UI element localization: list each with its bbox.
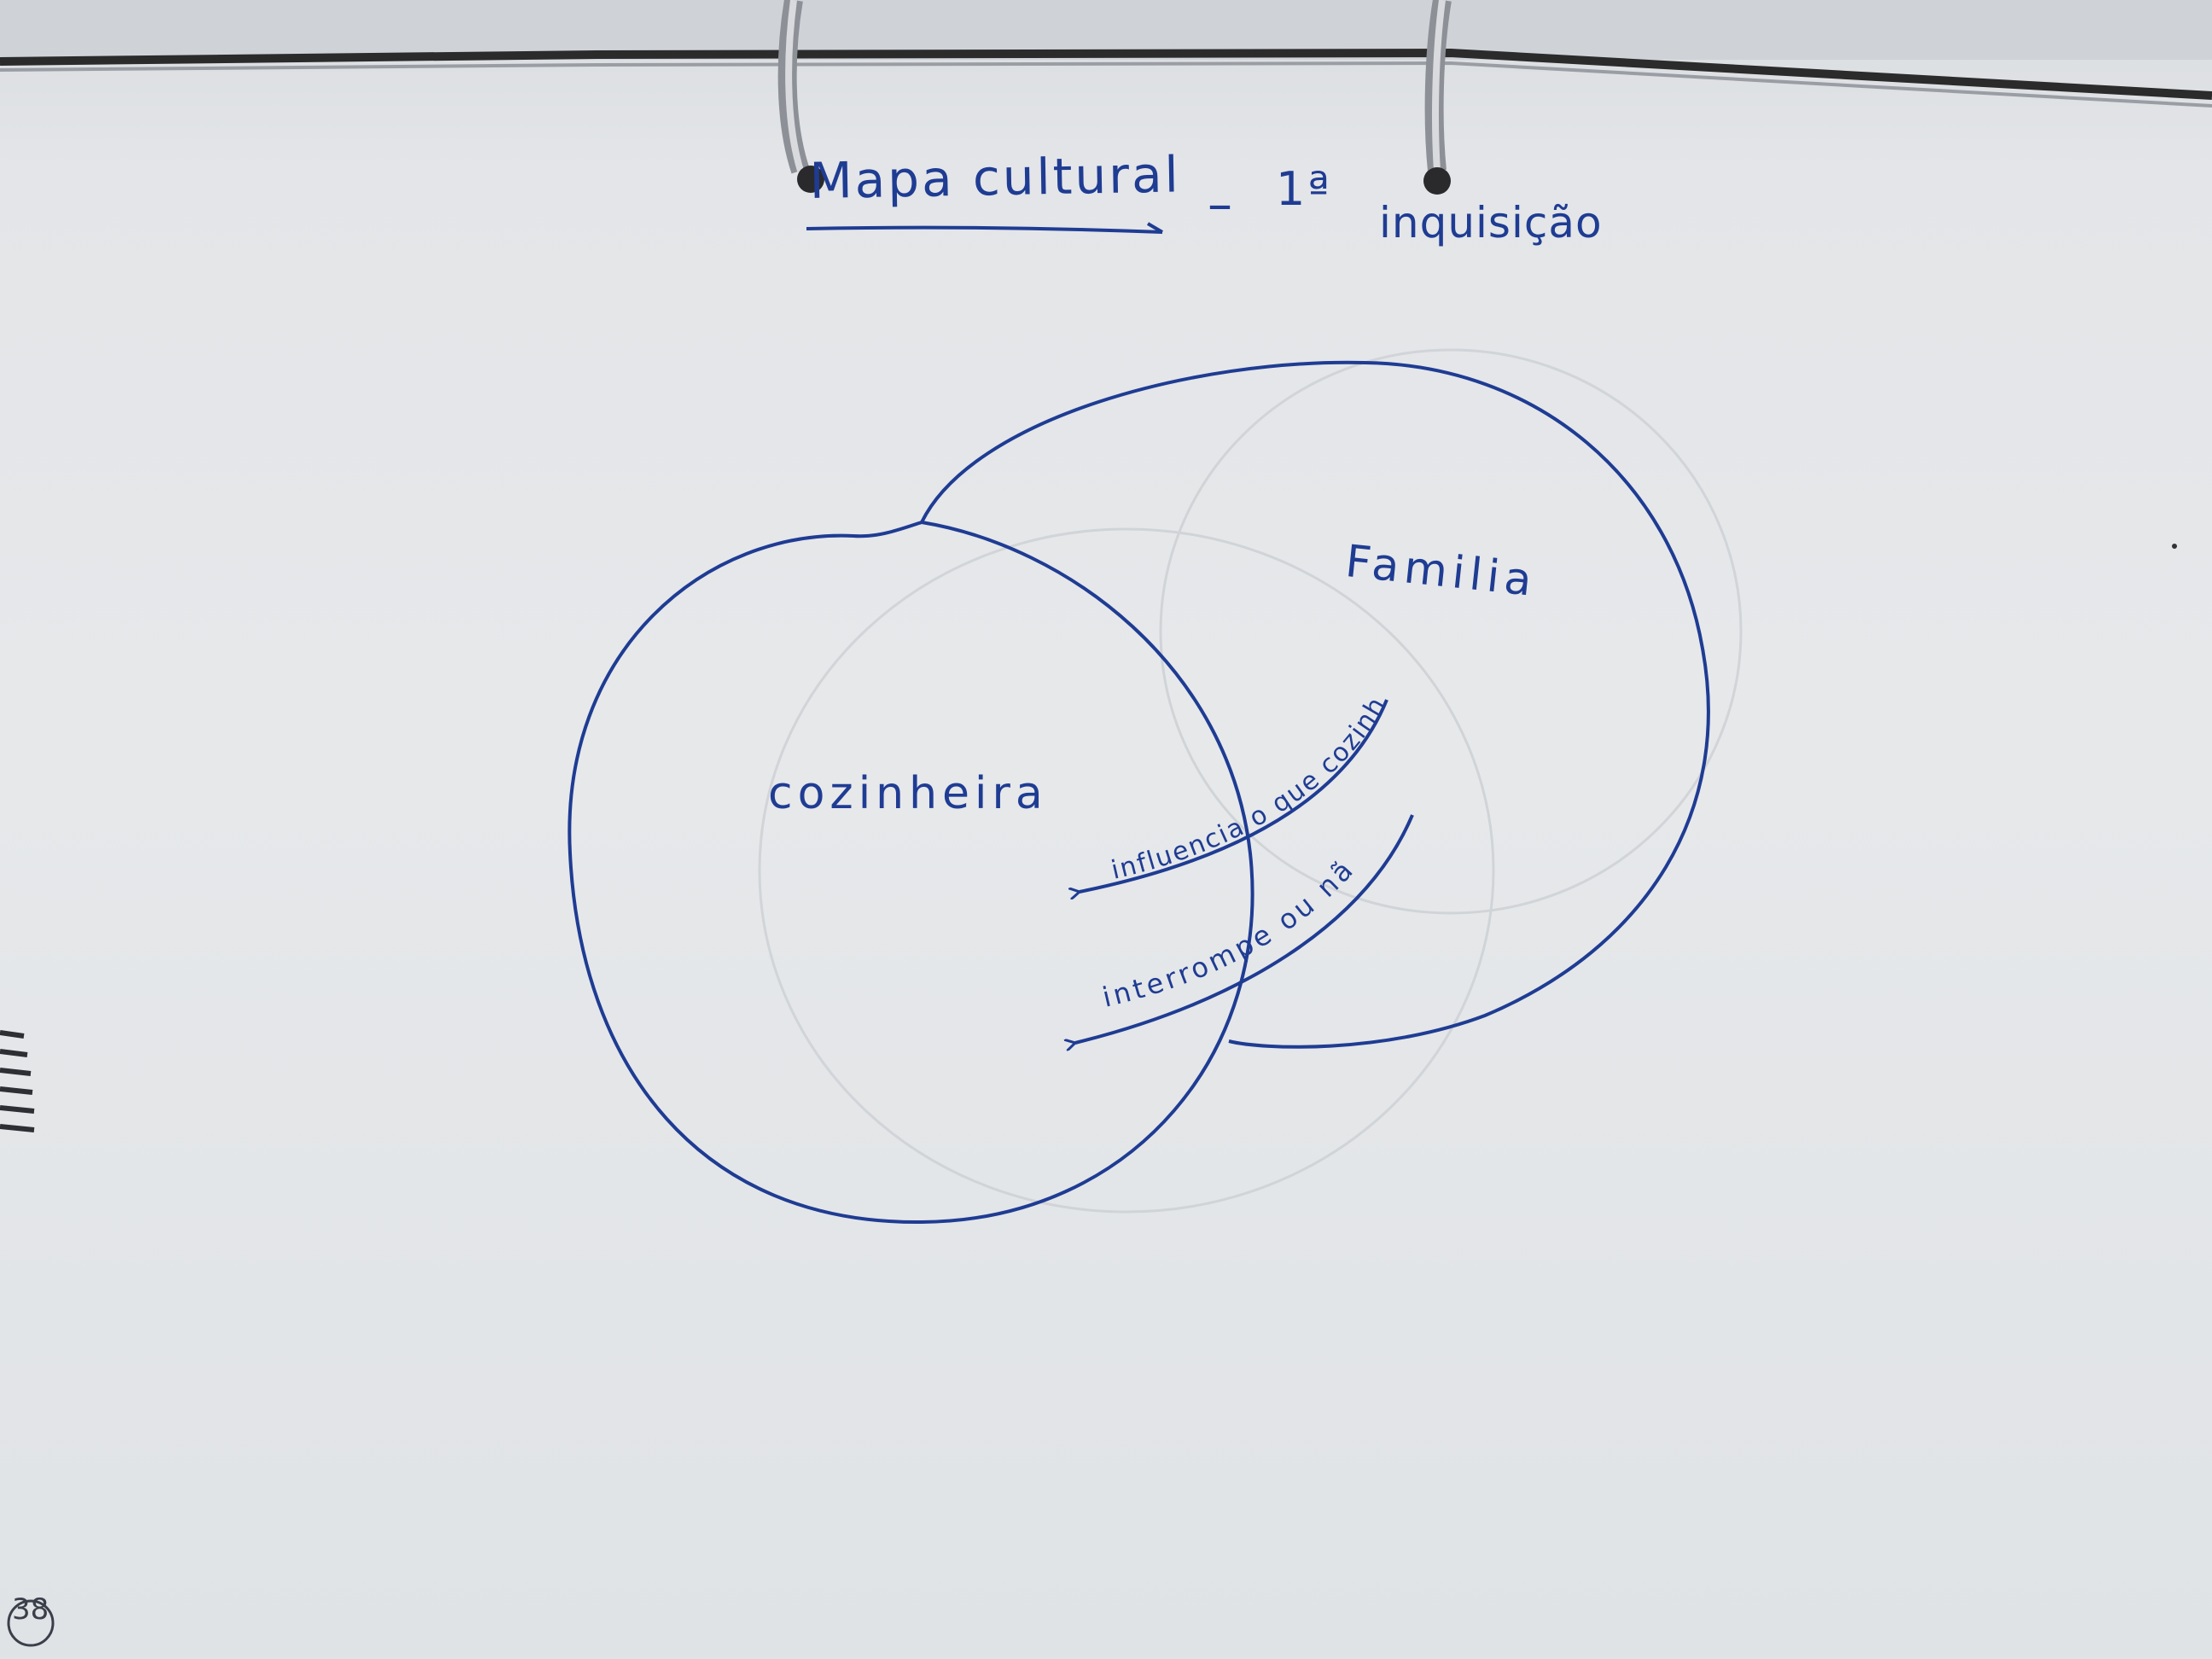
page-title: Mapa cultural xyxy=(809,145,1182,210)
title-dash: – xyxy=(1208,175,1235,233)
binder-ring-left xyxy=(777,0,824,193)
edge-label-influencia: influencia o que cozinha xyxy=(0,0,1393,886)
title-ordinal: 1ª xyxy=(1276,162,1332,216)
page-top-edge-shadow xyxy=(0,61,2212,108)
edge-influencia-arrow xyxy=(1080,699,1388,892)
node-label-cozinheira: cozinheira xyxy=(768,768,1048,819)
familia-circle xyxy=(920,360,1710,1049)
ink-dot xyxy=(2172,544,2177,549)
cozinheira-circle xyxy=(568,521,1254,1225)
show-through-marks xyxy=(758,348,1743,1214)
title-underline xyxy=(806,225,1163,234)
edge-interrompe-arrow xyxy=(1075,814,1414,1043)
page-top-edge xyxy=(0,48,2212,100)
binder-ring-right xyxy=(1423,0,1452,195)
page-number-circle xyxy=(7,1599,55,1647)
side-page-edges xyxy=(0,1030,35,1132)
page-number: 38 xyxy=(12,1592,49,1627)
title-subtitle: inquisição xyxy=(1379,198,1603,247)
